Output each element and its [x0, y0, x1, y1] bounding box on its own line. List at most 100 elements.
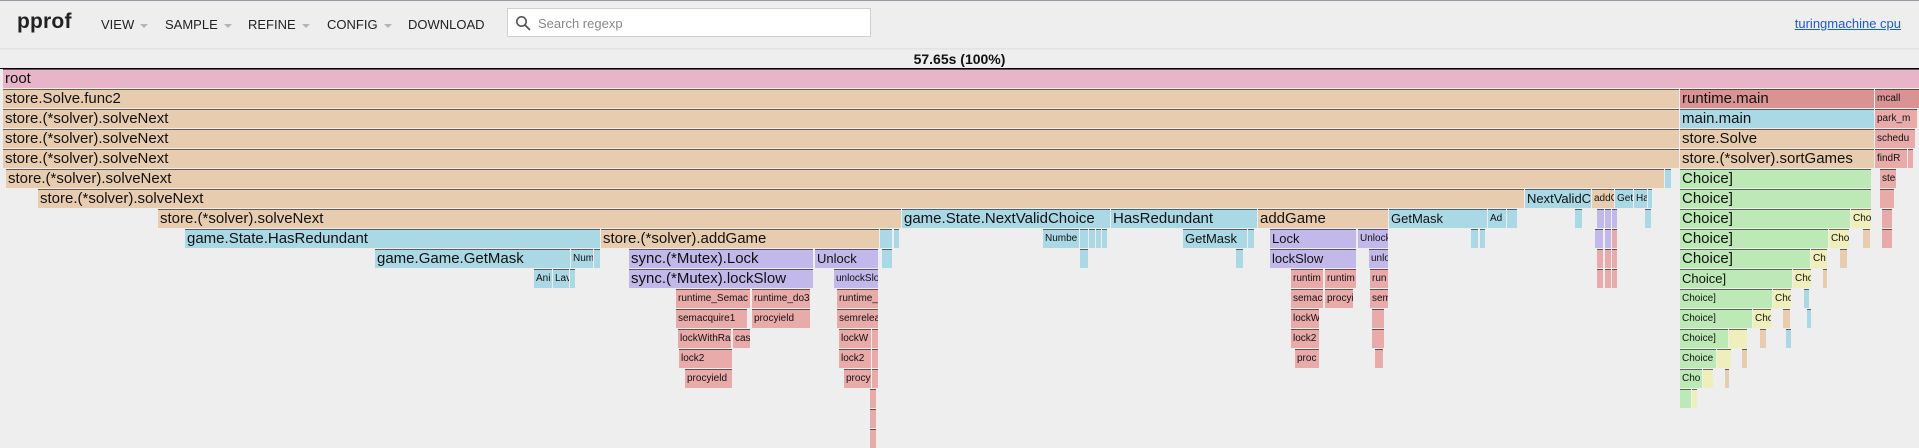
flame-frame[interactable]: Choice] [1680, 309, 1752, 328]
flame-frame[interactable] [1248, 229, 1254, 248]
flame-frame[interactable] [1471, 229, 1478, 248]
flame-frame[interactable] [1080, 229, 1088, 248]
flame-frame[interactable]: procyield [752, 309, 810, 328]
flame-frame[interactable]: semacquire1 [676, 309, 747, 328]
flame-frame[interactable] [1605, 249, 1611, 268]
flame-frame[interactable]: Cho [1753, 309, 1771, 328]
flame-frame[interactable]: GetMask [1615, 189, 1633, 208]
flame-frame[interactable] [1742, 349, 1747, 368]
flame-frame[interactable]: sync.(*Mutex).Lock [629, 249, 813, 268]
flame-frame[interactable] [1703, 369, 1713, 388]
flame-frame[interactable]: GetMask [1389, 209, 1487, 228]
flame-frame[interactable] [1236, 249, 1243, 268]
flame-frame[interactable] [1605, 229, 1611, 248]
flame-frame[interactable]: Cho [1793, 269, 1811, 288]
flame-frame[interactable] [1096, 229, 1101, 248]
flame-frame[interactable]: run [1370, 269, 1388, 288]
flame-frame[interactable] [1863, 229, 1870, 248]
flame-frame[interactable]: semac [1291, 289, 1323, 308]
flame-frame[interactable] [1645, 209, 1651, 228]
flame-frame[interactable]: Ani [534, 269, 552, 288]
flame-frame[interactable]: Cho [1773, 289, 1791, 308]
flame-frame[interactable]: park_m [1875, 109, 1917, 128]
flame-frame[interactable]: game.Game.GetMask [375, 249, 570, 268]
flame-frame[interactable]: game.State.NextValidChoice [902, 209, 1110, 228]
flame-frame[interactable]: lockSlow [1270, 249, 1356, 268]
flame-frame[interactable] [1575, 209, 1582, 228]
flame-frame[interactable] [1595, 229, 1603, 248]
flame-frame[interactable]: proc [1295, 349, 1319, 368]
flame-frame[interactable] [1717, 349, 1731, 368]
flame-frame[interactable]: procy [844, 369, 871, 388]
flame-frame[interactable]: store.(*solver).solveNext [3, 149, 1679, 168]
flame-frame[interactable] [894, 229, 899, 248]
flame-frame[interactable] [1080, 249, 1088, 268]
flame-frame[interactable] [1612, 209, 1617, 228]
flame-frame[interactable] [1372, 309, 1384, 328]
flame-frame[interactable]: lockW [1291, 309, 1319, 328]
flame-frame[interactable]: game.State.HasRedundant [185, 229, 600, 248]
flame-frame[interactable] [1882, 209, 1892, 228]
flame-frame[interactable]: sync.(*Mutex).lockSlow [629, 269, 813, 288]
flame-frame[interactable]: lockWithRa [678, 329, 731, 348]
menu-sample[interactable]: SAMPLE [165, 17, 232, 32]
flame-frame[interactable] [1605, 209, 1611, 228]
flame-frame[interactable] [1597, 269, 1603, 288]
flame-frame[interactable] [1807, 309, 1811, 328]
flame-frame[interactable]: schedu [1875, 129, 1915, 148]
flame-frame[interactable]: Numbe [1043, 229, 1079, 248]
flame-frame[interactable]: Choice] [1680, 289, 1772, 308]
flame-frame[interactable]: Choice] [1680, 189, 1871, 208]
flame-frame[interactable] [1840, 249, 1847, 268]
menu-config[interactable]: CONFIG [327, 17, 392, 32]
flame-frame[interactable]: runtim [1325, 269, 1356, 288]
flame-frame[interactable] [570, 269, 575, 288]
flame-frame[interactable]: lock2 [679, 349, 732, 368]
flame-frame[interactable]: runtime.main [1680, 89, 1874, 108]
flame-frame[interactable]: Unlock [1358, 229, 1388, 248]
flame-frame[interactable]: Choice] [1680, 209, 1850, 228]
flame-frame[interactable]: cas [733, 329, 750, 348]
flame-frame[interactable] [1880, 189, 1894, 208]
flame-frame[interactable] [870, 389, 876, 408]
flame-frame[interactable]: Ch [1811, 249, 1827, 268]
flame-frame[interactable] [870, 429, 876, 448]
flame-frame[interactable] [1882, 229, 1892, 248]
flame-frame[interactable]: mcall [1875, 89, 1919, 108]
flame-frame[interactable]: store.Solve [1680, 129, 1874, 148]
flame-frame[interactable]: Lock [1270, 229, 1356, 248]
flame-frame[interactable] [1375, 349, 1383, 368]
flame-frame[interactable] [594, 249, 600, 268]
search-box[interactable] [507, 8, 871, 37]
menu-download[interactable]: DOWNLOAD [408, 17, 485, 32]
flame-frame[interactable]: sem [1370, 289, 1388, 308]
flame-frame[interactable] [880, 229, 892, 248]
flame-frame[interactable]: Choice] [1680, 169, 1871, 188]
menu-refine[interactable]: REFINE [248, 17, 310, 32]
flame-frame[interactable]: Num [571, 249, 593, 268]
flame-frame[interactable] [872, 349, 878, 368]
flame-frame[interactable]: unlo [1369, 249, 1388, 268]
flame-frame[interactable]: findR [1875, 149, 1907, 168]
flame-frame[interactable]: store.(*solver).solveNext [6, 169, 1664, 188]
flame-frame[interactable] [1612, 249, 1617, 268]
flame-frame[interactable]: GetMask [1183, 229, 1247, 248]
flame-frame[interactable] [1823, 269, 1827, 288]
flame-frame[interactable] [872, 329, 878, 348]
flame-frame[interactable] [1612, 229, 1617, 248]
flame-frame[interactable] [1612, 269, 1617, 288]
flame-frame[interactable]: Cho [1851, 209, 1871, 228]
flame-frame[interactable]: Unlock [815, 249, 878, 268]
flame-frame[interactable]: Has [1634, 189, 1647, 208]
flame-frame[interactable] [1102, 229, 1107, 248]
profile-link[interactable]: turingmachine cpu [1794, 16, 1901, 31]
flame-frame[interactable]: store.(*solver).solveNext [3, 109, 1679, 128]
flame-frame[interactable]: store.(*solver).solveNext [158, 209, 901, 228]
flame-frame[interactable] [1804, 289, 1809, 308]
flame-frame[interactable]: procyield [685, 369, 732, 388]
flame-frame[interactable]: HasRedundant [1111, 209, 1257, 228]
flame-frame[interactable] [1605, 269, 1611, 288]
flame-frame[interactable]: store.Solve.func2 [3, 89, 1679, 108]
flame-frame[interactable] [1783, 309, 1790, 328]
flame-frame[interactable] [872, 369, 878, 388]
